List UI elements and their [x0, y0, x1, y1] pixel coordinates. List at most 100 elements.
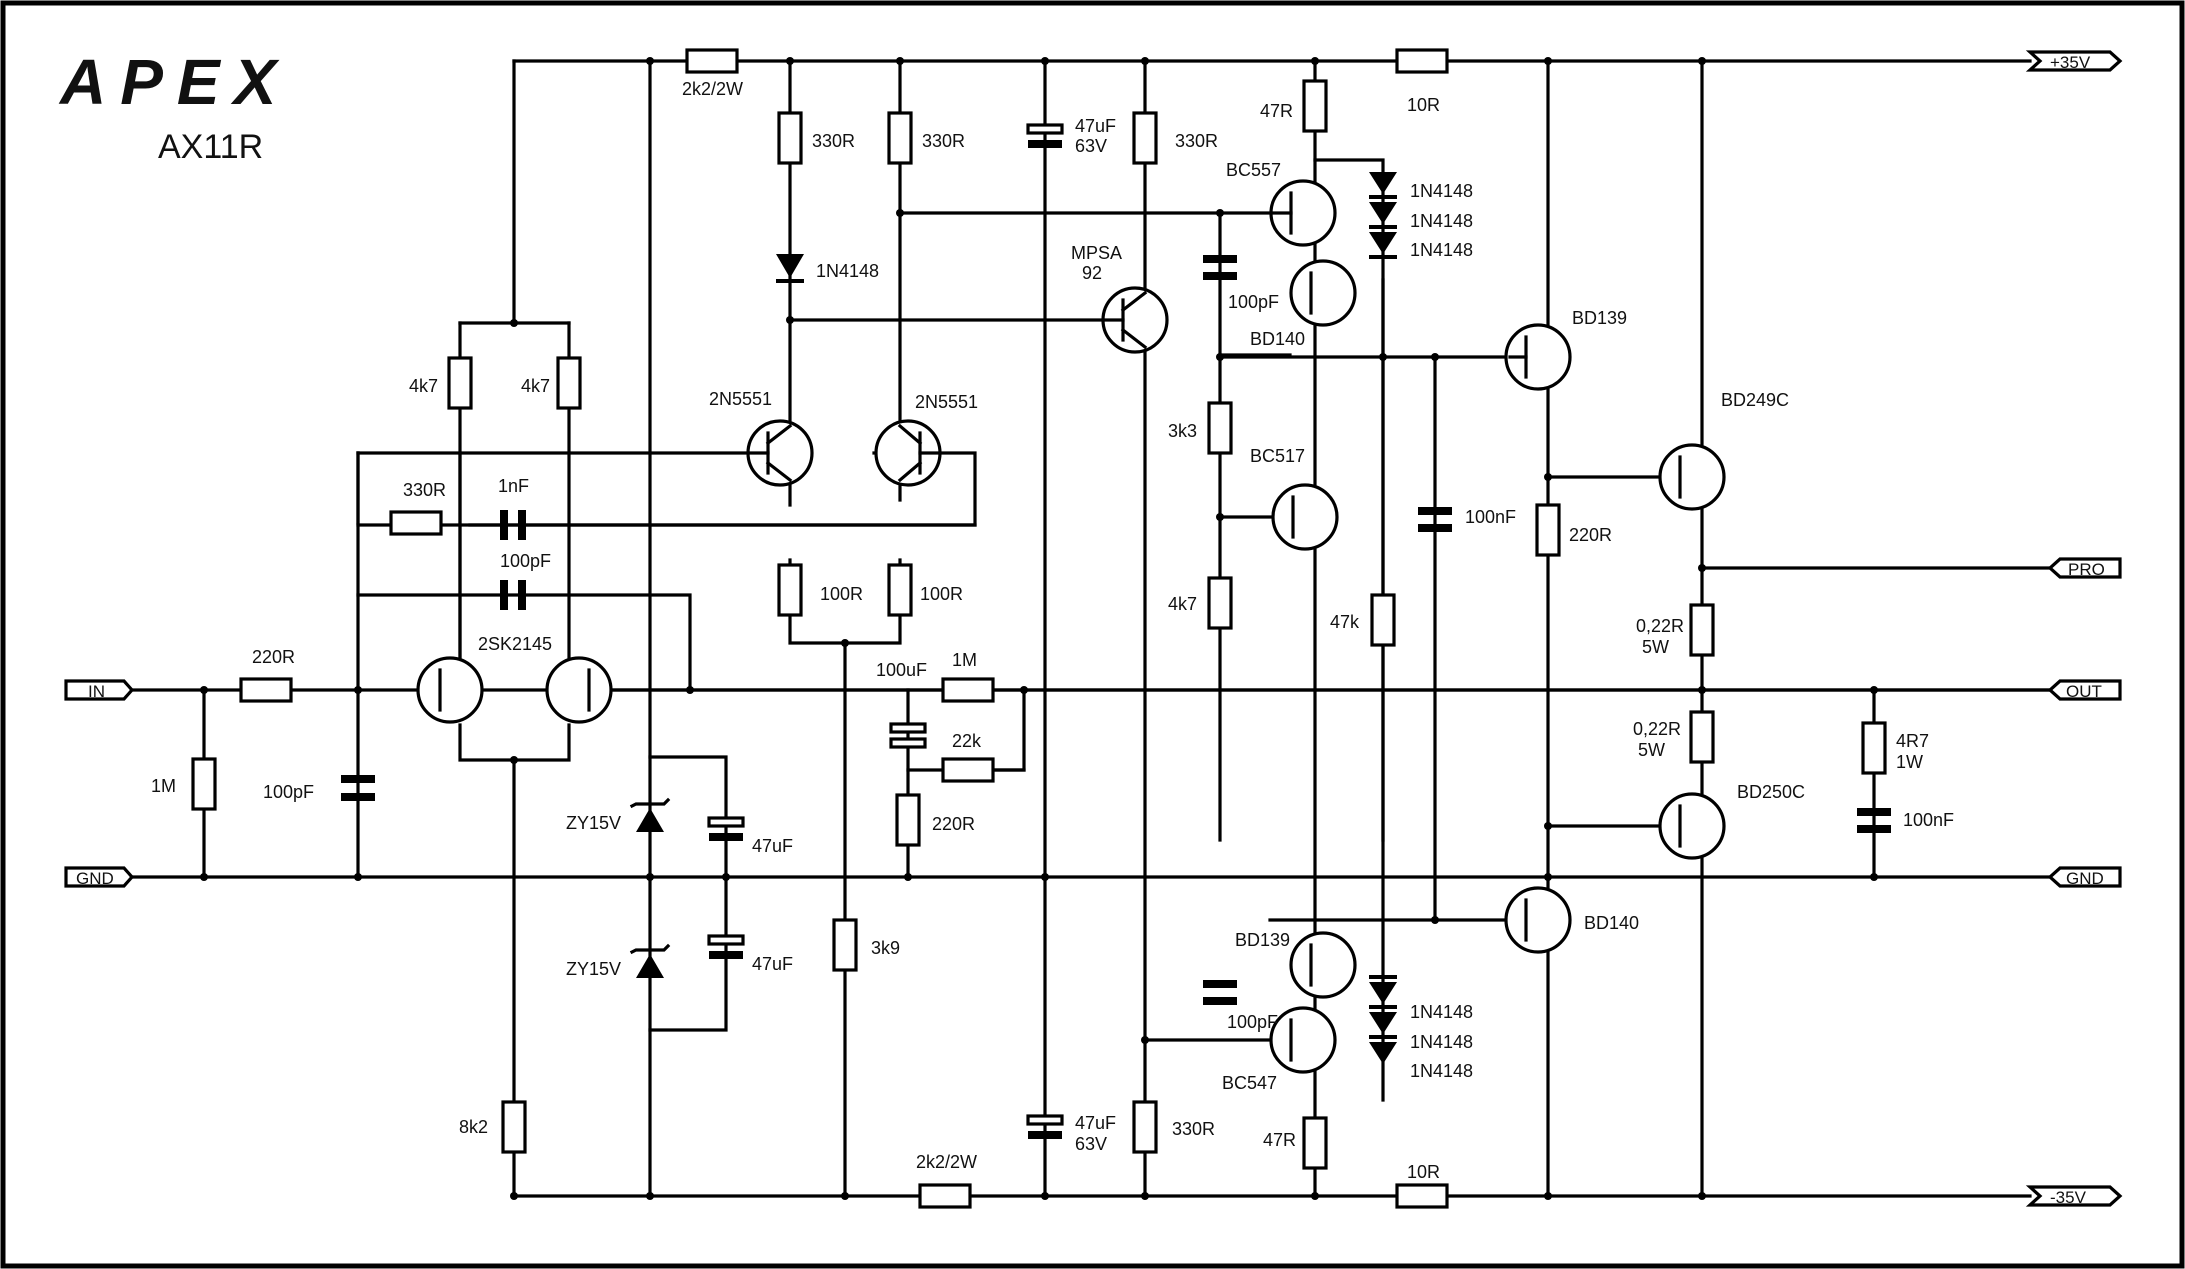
- label-z2: ZY15V: [566, 959, 621, 979]
- label-r-4r7: 4R7: [1896, 731, 1929, 751]
- label-q-2sk: 2SK2145: [478, 634, 552, 654]
- label-r-3k3: 3k3: [1168, 421, 1197, 441]
- label-r-220-drv: 220R: [1569, 525, 1612, 545]
- label-c-47u-top-v: 63V: [1075, 136, 1107, 156]
- label-c-47u-top: 47uF: [1075, 116, 1116, 136]
- label-c-47u-z1: 47uF: [752, 836, 793, 856]
- label-r-330-d: 330R: [403, 480, 446, 500]
- port-out-label: OUT: [2066, 682, 2102, 701]
- label-r-022-bot-w: 5W: [1638, 740, 1665, 760]
- bd140-bot: [1504, 886, 1572, 954]
- label-r-10-bot: 10R: [1407, 1162, 1440, 1182]
- component-labels: 2k2/2W 2k2/2W 330R 330R 330R 330R 330R 4…: [151, 79, 1954, 1182]
- label-q-2n5551-r: 2N5551: [915, 392, 978, 412]
- label-q-bd140-bot: BD140: [1584, 913, 1639, 933]
- label-c-47u-z2: 47uF: [752, 954, 793, 974]
- label-d-r3: 1N4148: [1410, 240, 1473, 260]
- label-r-220-fb: 220R: [932, 814, 975, 834]
- model-name: AX11R: [158, 128, 263, 166]
- bc557: [1269, 179, 1337, 247]
- 2n5551-right: [874, 419, 942, 487]
- mpsa92: [1101, 286, 1169, 354]
- label-r-330-e: 330R: [1172, 1119, 1215, 1139]
- label-d-r1: 1N4148: [1410, 181, 1473, 201]
- label-r-330-b: 330R: [922, 131, 965, 151]
- label-c-100u: 100uF: [876, 660, 927, 680]
- label-q-bd139-bot: BD139: [1235, 930, 1290, 950]
- bd250c: [1658, 792, 1726, 860]
- label-r-3k9: 3k9: [871, 938, 900, 958]
- label-q-bd249: BD249C: [1721, 390, 1789, 410]
- label-q-bc547: BC547: [1222, 1073, 1277, 1093]
- port-gnd-right-label: GND: [2066, 869, 2104, 888]
- label-r-4k7-a: 4k7: [409, 376, 438, 396]
- brand-logo: APEX: [58, 46, 290, 118]
- label-r-47-top: 47R: [1260, 101, 1293, 121]
- label-c-100p-bot: 100pF: [1227, 1012, 1278, 1032]
- bd139-top: [1504, 323, 1572, 391]
- label-r-22k: 22k: [952, 731, 982, 751]
- 2n5551-left: [746, 419, 814, 487]
- wires: [122, 59, 2062, 1198]
- jfet-left: [416, 656, 484, 724]
- capacitors: [341, 123, 1891, 1139]
- label-r-330-a: 330R: [812, 131, 855, 151]
- label-r-4r7-w: 1W: [1896, 752, 1923, 772]
- label-r-022-top-w: 5W: [1642, 637, 1669, 657]
- bd140-top: [1289, 259, 1357, 327]
- junction-dots: [200, 57, 1878, 1200]
- resistors: [191, 48, 1887, 1209]
- label-r-8k2: 8k2: [459, 1117, 488, 1137]
- bc517: [1271, 483, 1339, 551]
- port-gnd-left-label: GND: [76, 869, 114, 888]
- label-c-100n-out: 100nF: [1903, 810, 1954, 830]
- label-r-1m-fb: 1M: [952, 650, 977, 670]
- port-flags: [64, 50, 2123, 1207]
- label-d-b1: 1N4148: [1410, 1002, 1473, 1022]
- label-c-100p-top: 100pF: [1228, 292, 1279, 312]
- label-c-100p-in: 100pF: [263, 782, 314, 802]
- label-r-330-c: 330R: [1175, 131, 1218, 151]
- label-d-b2: 1N4148: [1410, 1032, 1473, 1052]
- label-r-100-a: 100R: [820, 584, 863, 604]
- label-r-feed-bot: 2k2/2W: [916, 1152, 977, 1172]
- label-d-r2: 1N4148: [1410, 211, 1473, 231]
- label-q-mpsa-1: MPSA: [1071, 243, 1122, 263]
- label-r-47k: 47k: [1330, 612, 1360, 632]
- label-c-100n-mid: 100nF: [1465, 507, 1516, 527]
- label-r-4k7-b: 4k7: [521, 376, 550, 396]
- label-c-100p-jfet: 100pF: [500, 551, 551, 571]
- port-vpos-label: +35V: [2050, 53, 2091, 72]
- label-c-47u-bot: 47uF: [1075, 1113, 1116, 1133]
- diodes: [629, 172, 1397, 1064]
- label-r-022-top: 0,22R: [1636, 616, 1684, 636]
- label-q-bc517: BC517: [1250, 446, 1305, 466]
- label-c-47u-bot-v: 63V: [1075, 1134, 1107, 1154]
- label-q-bd250: BD250C: [1737, 782, 1805, 802]
- label-r-feed-top: 2k2/2W: [682, 79, 743, 99]
- label-d-b3: 1N4148: [1410, 1061, 1473, 1081]
- label-r-220-in: 220R: [252, 647, 295, 667]
- label-q-mpsa-2: 92: [1082, 263, 1102, 283]
- label-q-bd139-top: BD139: [1572, 308, 1627, 328]
- label-r-47-bot: 47R: [1263, 1130, 1296, 1150]
- port-pro-label: PRO: [2068, 560, 2105, 579]
- label-d-top: 1N4148: [816, 261, 879, 281]
- port-vneg-label: -35V: [2050, 1188, 2087, 1207]
- label-r-022-bot: 0,22R: [1633, 719, 1681, 739]
- label-r-4k7-c: 4k7: [1168, 594, 1197, 614]
- bd249c: [1658, 443, 1726, 511]
- bd139-bot: [1289, 931, 1357, 999]
- port-in-label: IN: [88, 682, 105, 701]
- label-r-10-top: 10R: [1407, 95, 1440, 115]
- label-r-100-b: 100R: [920, 584, 963, 604]
- label-q-bd140-top: BD140: [1250, 329, 1305, 349]
- label-c-1n: 1nF: [498, 476, 529, 496]
- bc547: [1269, 1006, 1337, 1074]
- jfet-right: [545, 656, 613, 724]
- label-z1: ZY15V: [566, 813, 621, 833]
- label-q-bc557: BC557: [1226, 160, 1281, 180]
- transistors: [416, 179, 1726, 1074]
